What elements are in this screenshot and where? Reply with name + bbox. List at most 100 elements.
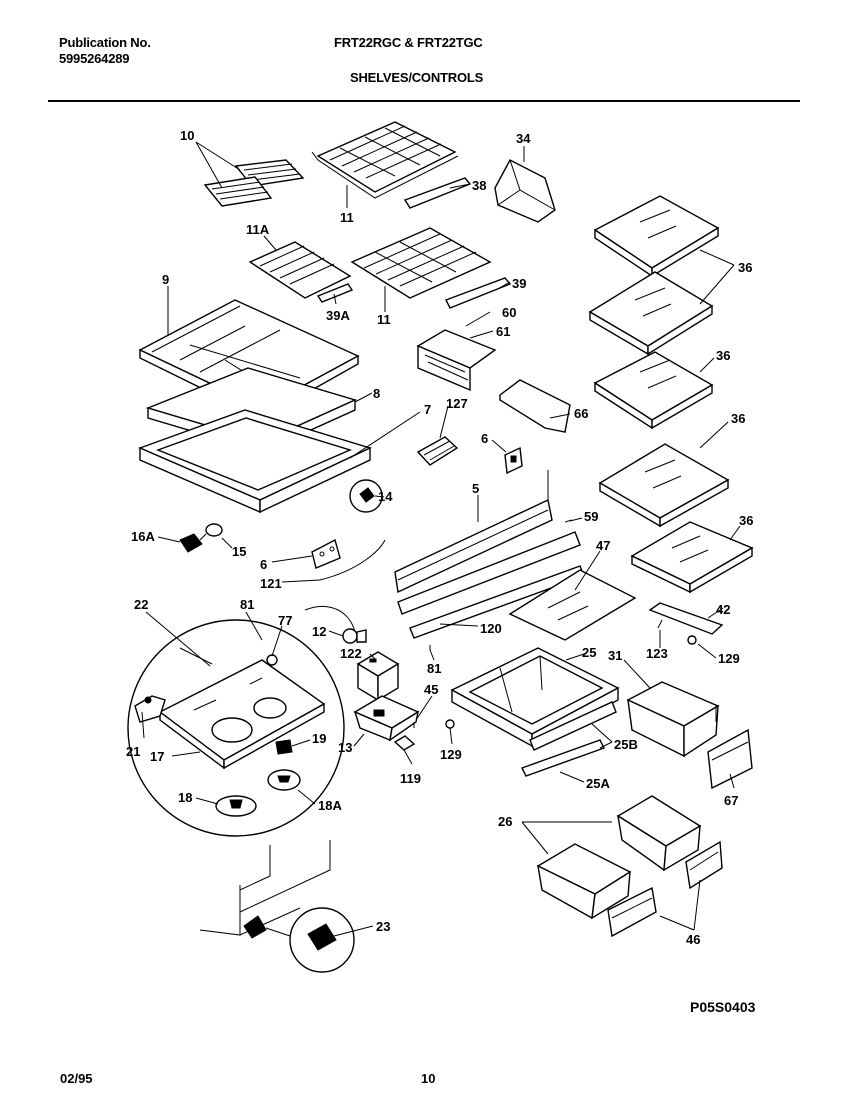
wire-shelf-11a: [248, 241, 352, 299]
callout-label: 61: [496, 324, 510, 339]
ice-trays: [203, 159, 305, 207]
drawer-front-46-right: [685, 840, 723, 890]
callout-label: 16A: [131, 529, 155, 544]
callout-label: 121: [260, 576, 282, 591]
glass-shelf-2: [588, 271, 714, 356]
callout-label: 36: [716, 348, 730, 363]
control-housing-122: [356, 651, 400, 702]
shelf-rail-39: [445, 277, 512, 309]
screw-129-left: [445, 719, 455, 729]
rail-120: [397, 531, 581, 615]
callout-label: 18: [178, 790, 192, 805]
callout-label: 60: [502, 305, 516, 320]
callout-label: 6: [481, 431, 488, 446]
callout-label: 21: [126, 744, 140, 759]
callout-label: 47: [596, 538, 610, 553]
callout-label: 25: [582, 645, 596, 660]
guide-66: [499, 379, 571, 433]
callout-label: 11A: [246, 222, 270, 237]
glass-shelf-1: [593, 195, 720, 278]
slide-25b: [529, 701, 617, 751]
rail-42: [648, 602, 724, 635]
wire-harness-121: [319, 539, 386, 581]
drawer-front-67: [707, 728, 753, 790]
leader-lines: [141, 141, 741, 937]
callout-label: 59: [584, 509, 598, 524]
diagram-code: P05S0403: [690, 999, 756, 1015]
publication-label: Publication No.: [59, 35, 151, 50]
callout-label: 22: [134, 597, 148, 612]
header-divider: [48, 100, 800, 102]
callout-label: 120: [480, 621, 502, 636]
callout-label: 36: [739, 513, 753, 528]
callout-label: 67: [724, 793, 738, 808]
callout-label: 31: [608, 648, 622, 663]
callout-label: 25A: [586, 776, 610, 791]
slide-25a: [521, 739, 605, 777]
callout-label: 122: [340, 646, 362, 661]
model-numbers: FRT22RGC & FRT22TGC: [334, 35, 483, 50]
callout-label: 11: [377, 312, 391, 327]
callout-label: 12: [312, 624, 326, 639]
callout-label: 119: [400, 771, 421, 786]
callout-label: 6: [260, 557, 267, 572]
callout-label: 19: [312, 731, 326, 746]
callout-label: 34: [516, 131, 531, 146]
tray-7: [138, 409, 372, 514]
knob-119: [393, 735, 416, 751]
control-housing-13: [353, 695, 420, 742]
callout-label: 46: [686, 932, 700, 947]
callout-label: 10: [180, 128, 194, 143]
callout-label: 25B: [614, 737, 638, 752]
callout-label: 77: [278, 613, 292, 628]
wire-harness-121b: [304, 605, 356, 633]
callout-label: 17: [150, 749, 164, 764]
bin-34: [494, 159, 556, 223]
glass-shelf-5: [630, 521, 754, 594]
callout-label: 23: [376, 919, 390, 934]
drawer-31: [626, 681, 720, 758]
shelf-rail-39a: [316, 283, 354, 303]
callout-label: 36: [731, 411, 745, 426]
callout-label: 39: [512, 276, 526, 291]
callout-label: 14: [378, 489, 393, 504]
bracket-6-upper: [504, 446, 523, 475]
callout-labels: 10 11 38 34 11A 39A 11 39 9 60 61 36 36 …: [126, 128, 753, 947]
footer-date: 02/95: [60, 1071, 93, 1086]
callout-label: 8: [373, 386, 380, 401]
callout-label: 123: [646, 646, 668, 661]
glass-shelves-36: [588, 195, 754, 594]
glass-shelf-4: [598, 443, 730, 528]
freezer-wire-shelf-lower: [350, 227, 492, 299]
bracket-60-61: [416, 329, 497, 392]
callout-label: 18A: [318, 798, 342, 813]
callout-label: 66: [574, 406, 588, 421]
callout-label: 36: [738, 260, 752, 275]
callout-label: 127: [446, 396, 468, 411]
part-drawings: [127, 121, 754, 973]
freezer-wire-shelf-upper: [311, 121, 459, 199]
callout-label: 42: [716, 602, 730, 617]
rail-5: [394, 470, 553, 594]
glass-shelf-3: [593, 351, 714, 430]
drawer-26-lower: [536, 843, 632, 920]
callout-label: 15: [232, 544, 246, 559]
shelf-rail-38: [403, 177, 472, 209]
crisper-cover-47: [508, 569, 637, 641]
sensor-12: [342, 628, 367, 644]
callout-label: 129: [718, 651, 740, 666]
callout-label: 7: [424, 402, 431, 417]
screw-129-right: [687, 635, 697, 645]
filter-127: [416, 436, 459, 466]
callout-label: 26: [498, 814, 512, 829]
screw-123: [657, 619, 663, 629]
publication-number: 5995264289: [59, 51, 130, 66]
callout-label: 39A: [326, 308, 350, 323]
bulb-socket-16a: [179, 533, 203, 553]
bulb-15: [199, 523, 223, 541]
bracket-6-left: [311, 538, 341, 569]
crisper-frame-25: [450, 647, 620, 748]
callout-label: 129: [440, 747, 462, 762]
detail-circle-14: [349, 479, 383, 513]
